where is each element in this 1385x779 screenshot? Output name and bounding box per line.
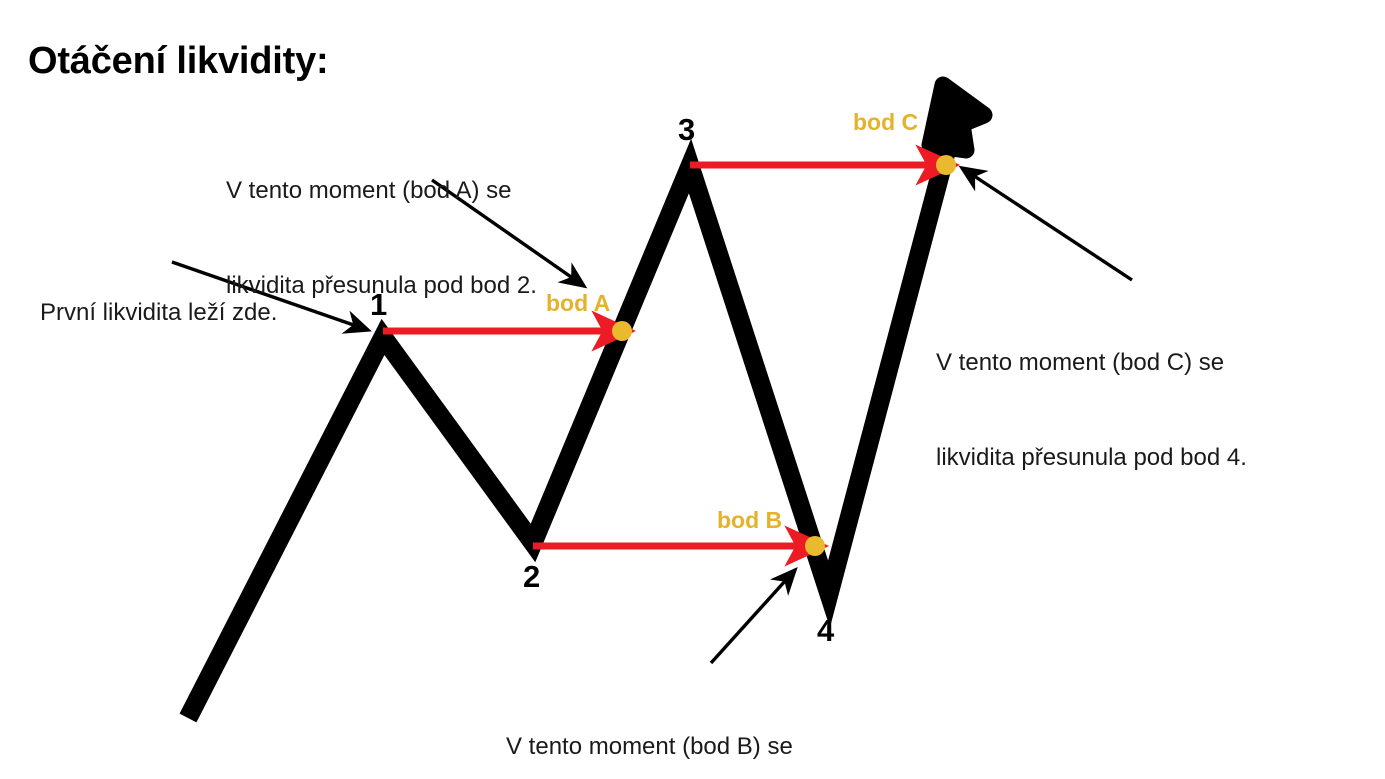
swing-point-label-1: 1	[370, 287, 388, 322]
leader-line-point-b	[709, 566, 798, 665]
annotation-left-line-1: První likvidita leží zde.	[40, 299, 278, 327]
annotation-point-a-line-1: V tento moment (bod A) se	[226, 177, 512, 205]
annotation-point-a-line-2: likvidita přesunula pod bod 2.	[226, 272, 537, 300]
swing-point-label-4: 4	[817, 613, 835, 648]
annotation-point-a: V tento moment (bod A) se likvidita přes…	[226, 112, 537, 365]
liquidity-label-bod-c: bod C	[853, 109, 919, 135]
annotation-point-c: V tento moment (bod C) se likvidita přes…	[936, 284, 1247, 537]
liquidity-dot-c	[936, 155, 956, 175]
leader-line-point-a	[431, 178, 588, 289]
swing-point-label-3: 3	[678, 112, 696, 147]
sweep-arrow-bod-c	[690, 144, 961, 186]
page-title: Otáčení likvidity:	[28, 40, 329, 82]
leader-line-point-c	[958, 165, 1133, 282]
liquidity-label-bod-b: bod B	[717, 507, 783, 533]
zigzag-path	[179, 138, 958, 723]
sweep-arrow-bod-b	[533, 525, 830, 567]
swing-point-label-2: 2	[523, 559, 541, 594]
leader-line-left	[171, 260, 372, 334]
annotation-point-b-line-1: V tento moment (bod B) se	[506, 733, 793, 761]
liquidity-dot-b	[805, 536, 825, 556]
liquidity-dot-a	[612, 321, 632, 341]
annotation-point-b: V tento moment (bod B) se likvidita přes…	[506, 668, 817, 779]
price-action-line	[179, 138, 958, 723]
sweep-arrow-bod-a	[383, 310, 637, 352]
trend-arrowhead-icon	[921, 76, 993, 159]
annotation-left: První likvidita leží zde.	[40, 234, 277, 392]
annotation-point-c-line-1: V tento moment (bod C) se	[936, 349, 1225, 377]
annotation-point-c-line-2: likvidita přesunula pod bod 4.	[936, 444, 1247, 472]
liquidity-label-bod-a: bod A	[546, 290, 611, 316]
